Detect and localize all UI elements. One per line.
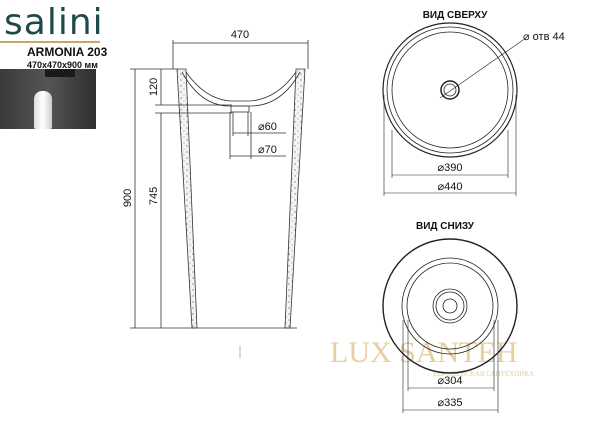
dim-top-inner: ⌀390 [438, 162, 463, 174]
dim-lower-height: 745 [148, 187, 160, 205]
photo-mirror [45, 69, 75, 77]
dim-bottom-outer: ⌀335 [438, 397, 463, 409]
divider [0, 41, 100, 43]
bottom-view-title: ВИД СНИЗУ [416, 221, 475, 232]
top-view-title: ВИД СВЕРХУ [423, 10, 488, 21]
watermark-name: LUX SANTEH [330, 336, 518, 369]
dim-hole: ⌀ отв 44 [523, 31, 565, 43]
left-wall [176, 68, 198, 329]
model-size: 470x470x900 мм [27, 60, 98, 70]
dim-bowl-depth: 120 [148, 78, 160, 96]
model-name: ARMONIA 203 [27, 45, 108, 59]
dim-bottom-inner: ⌀304 [438, 375, 463, 387]
brand-logo: salini [4, 2, 104, 43]
dim-drain-inner: ⌀60 [258, 121, 277, 133]
dim-width: 470 [231, 29, 249, 41]
side-view [130, 40, 309, 358]
dim-top-outer: ⌀440 [438, 181, 463, 193]
dim-height: 900 [122, 189, 134, 207]
right-wall [284, 68, 306, 329]
bottom-view [382, 238, 518, 413]
watermark-tagline: ЕВРОПЕЙСКАЯ САНТЕХНИКА [433, 370, 534, 378]
dim-drain-outer: ⌀70 [258, 144, 277, 156]
top-view [382, 22, 524, 196]
photo-basin [34, 91, 52, 129]
